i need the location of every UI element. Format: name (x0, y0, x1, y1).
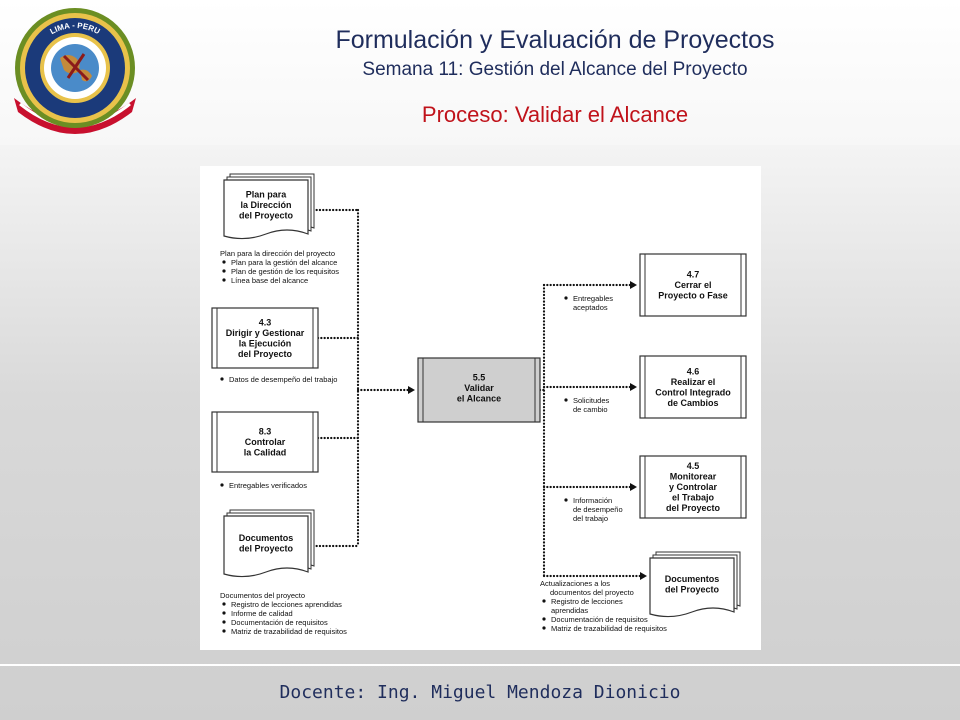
output-cerrar-box (639, 253, 747, 317)
input-docs-doc (223, 509, 315, 578)
bullet-dot (542, 626, 546, 630)
bullet-dot (220, 483, 224, 487)
bullet-dot (542, 617, 546, 621)
output-realizar-bullet: Solicitudes (573, 396, 610, 405)
output-docs-bullet: Registro de lecciones (551, 597, 623, 606)
output-realizar-label: 4.6 (687, 366, 700, 376)
input-plan-bullet: Línea base del alcance (231, 276, 308, 285)
bullet-dot (222, 620, 226, 624)
input-calidad-label: 8.3 (259, 427, 272, 437)
input-docs-label: Documentos (239, 533, 294, 543)
bullet-dot (542, 599, 546, 603)
input-plan-label: Plan para (246, 190, 288, 200)
university-seal-icon: LIMA - PERU (14, 8, 136, 134)
bullet-dot (222, 611, 226, 615)
output-realizar-box (639, 355, 747, 419)
input-plan-doc (223, 173, 315, 240)
footer-text: Docente: Ing. Miguel Mendoza Dionicio (279, 682, 681, 703)
process-heading: Proceso: Validar el Alcance (421, 102, 689, 127)
bullet-dot (564, 398, 568, 402)
input-dirigir-bullet: Datos de desempeño del trabajo (229, 375, 337, 384)
bullet-dot (564, 498, 568, 502)
input-plan-label: la Dirección (240, 200, 291, 210)
output-realizar-label: de Cambios (667, 398, 718, 408)
output-cerrar-bullet: aceptados (573, 303, 608, 312)
output-cerrar-label: Cerrar el (674, 280, 711, 290)
output-docs-bullet: aprendidas (551, 606, 588, 615)
center-process-label: 5.5 (473, 373, 486, 383)
input-docs-bullet: Registro de lecciones aprendidas (231, 600, 342, 609)
bullet-dot (222, 269, 226, 273)
connectors (308, 208, 648, 580)
output-realizar-label: Realizar el (671, 377, 716, 387)
output-realizar-bullet: de cambio (573, 405, 608, 414)
output-cerrar-bullet: Entregables (573, 294, 613, 303)
output-docs-label: Documentos (665, 574, 720, 584)
output-cerrar-label: Proyecto o Fase (658, 291, 728, 301)
output-monitorear-box (639, 455, 747, 519)
output-monitorear-bullet: de desempeño (573, 505, 623, 514)
input-calidad-label: la Calidad (244, 448, 287, 458)
bullet-dot (222, 260, 226, 264)
bullet-dot (222, 278, 226, 282)
input-dirigir-label: del Proyecto (238, 349, 293, 359)
output-docs-doc (649, 551, 741, 618)
input-docs-bullet: Matriz de trazabilidad de requisitos (231, 627, 347, 636)
output-docs-notes-title: documentos del proyecto (550, 588, 634, 597)
page-title: Formulación y Evaluación de Proyectos (335, 26, 775, 54)
output-docs-notes-title: Actualizaciones a los (540, 579, 610, 588)
output-monitorear-label: Monitorear (670, 472, 717, 482)
output-monitorear-bullet: del trabajo (573, 514, 608, 523)
input-docs-notes-title: Documentos del proyecto (220, 591, 305, 600)
input-plan-bullet: Plan para la gestión del alcance (231, 258, 337, 267)
input-dirigir-box (211, 307, 319, 369)
center-process-label: Validar (464, 383, 494, 393)
input-dirigir-label: la Ejecución (239, 338, 292, 348)
input-docs-label: del Proyecto (239, 543, 294, 553)
input-docs-bullet: Informe de calidad (231, 609, 293, 618)
input-docs-bullet: Documentación de requisitos (231, 618, 328, 627)
input-calidad-box (211, 411, 319, 473)
bullet-dot (222, 602, 226, 606)
output-monitorear-label: del Proyecto (666, 503, 721, 513)
center-process-label: el Alcance (457, 394, 501, 404)
bullet-dot (220, 377, 224, 381)
bullet-dot (564, 296, 568, 300)
output-monitorear-bullet: Información (573, 496, 612, 505)
footer-divider (0, 664, 960, 666)
input-plan-bullet: Plan de gestión de los requisitos (231, 267, 339, 276)
output-docs-label: del Proyecto (665, 584, 720, 594)
output-monitorear-label: el Trabajo (672, 493, 715, 503)
output-docs-bullet: Documentación de requisitos (551, 615, 648, 624)
page-subtitle: Semana 11: Gestión del Alcance del Proye… (362, 59, 748, 80)
output-cerrar-label: 4.7 (687, 270, 700, 280)
input-calidad-bullet: Entregables verificados (229, 481, 307, 490)
output-realizar-label: Control Integrado (655, 387, 731, 397)
bullet-dot (222, 629, 226, 633)
input-calidad-label: Controlar (245, 437, 286, 447)
input-plan-label: del Proyecto (239, 211, 294, 221)
output-monitorear-label: 4.5 (687, 461, 700, 471)
university-logo: LIMA - PERU (8, 6, 142, 140)
input-dirigir-label: 4.3 (259, 317, 272, 327)
center-process-box (417, 357, 541, 423)
output-monitorear-label: y Controlar (669, 482, 718, 492)
input-plan-notes-title: Plan para la dirección del proyecto (220, 249, 335, 258)
input-dirigir-label: Dirigir y Gestionar (226, 328, 305, 338)
header-band (0, 0, 960, 145)
output-docs-bullet: Matriz de trazabilidad de requisitos (551, 624, 667, 633)
